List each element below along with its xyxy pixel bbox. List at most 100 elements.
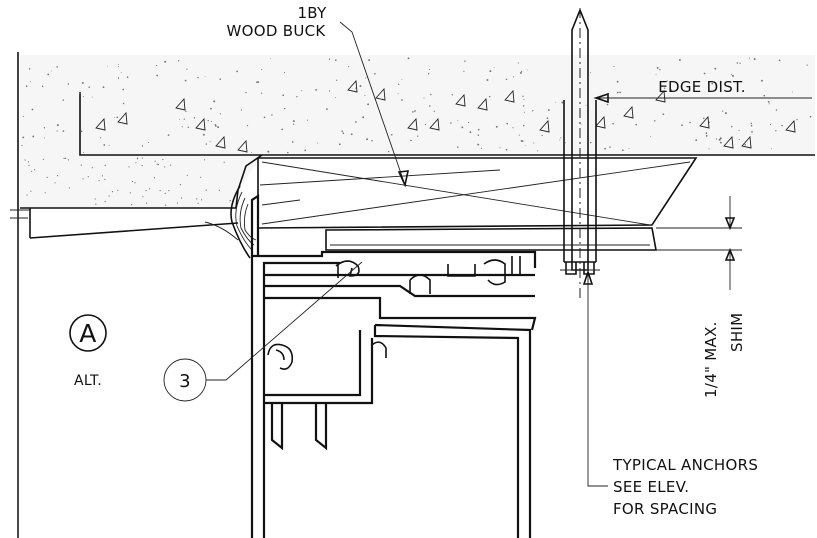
aggregate-triangle: [655, 89, 666, 103]
concrete-speckle: [488, 95, 491, 98]
concrete-speckle: [256, 81, 258, 83]
concrete-speckle: [122, 88, 125, 91]
concrete-speckle: [580, 123, 582, 125]
concrete-speckle: [523, 98, 525, 100]
concrete-speckle: [56, 124, 59, 127]
concrete-speckle: [120, 72, 122, 74]
concrete-speckle: [590, 141, 592, 144]
concrete-speckle: [186, 68, 188, 70]
concrete-speckle: [201, 199, 203, 201]
concrete-speckle: [336, 79, 338, 81]
anchor-screw: [560, 7, 600, 300]
concrete-speckle: [223, 161, 225, 163]
concrete-speckle: [177, 60, 180, 62]
concrete-speckle: [95, 203, 97, 205]
concrete-speckle: [44, 192, 46, 194]
concrete-speckle: [153, 177, 155, 179]
concrete-speckle: [22, 116, 24, 118]
concrete-speckle: [410, 139, 412, 142]
concrete-speckle: [523, 124, 525, 127]
concrete-speckle: [165, 204, 167, 206]
concrete-speckle: [590, 72, 592, 74]
concrete-speckle: [654, 120, 656, 122]
concrete-speckle: [796, 118, 798, 121]
concrete-speckle: [738, 129, 740, 131]
concrete-speckle: [136, 158, 138, 160]
concrete-speckle: [703, 117, 705, 120]
concrete-speckle: [197, 77, 199, 79]
concrete-speckle: [469, 131, 472, 134]
concrete-speckle: [27, 161, 29, 163]
concrete-aggregate-triangles: [95, 79, 796, 153]
concrete-speckle: [678, 58, 681, 61]
concrete-speckle: [170, 164, 172, 166]
detail-letter: A: [79, 319, 96, 348]
concrete-speckle: [186, 174, 188, 176]
concrete-speckle: [736, 62, 739, 64]
shim-max-label: 1/4" MAX.: [702, 321, 720, 398]
concrete-speckle: [666, 80, 668, 82]
concrete-speckle: [767, 101, 770, 103]
aggregate-triangle: [623, 105, 634, 119]
anchors-label-line1: TYPICAL ANCHORS: [612, 456, 758, 474]
concrete-speckle: [390, 133, 393, 136]
shim: [325, 227, 657, 251]
concrete-speckle: [202, 133, 205, 136]
concrete-speckle: [126, 76, 129, 78]
concrete-speckle: [368, 59, 371, 62]
concrete-speckle: [609, 146, 611, 148]
concrete-speckle: [546, 117, 549, 119]
concrete-speckle: [650, 136, 652, 138]
concrete-speckle: [283, 107, 286, 110]
concrete-speckle: [407, 57, 410, 60]
concrete-speckle: [229, 200, 231, 202]
concrete-speckle: [695, 139, 698, 142]
concrete-speckle: [428, 73, 430, 75]
concrete-speckle: [82, 152, 85, 154]
concrete-speckle: [619, 91, 621, 94]
aggregate-triangle: [347, 79, 358, 93]
callout-number: 3: [179, 371, 191, 392]
concrete-speckle: [522, 105, 525, 107]
concrete-speckle: [261, 92, 263, 94]
concrete-speckle: [26, 194, 28, 196]
aggregate-triangle: [375, 87, 386, 101]
concrete-speckle: [499, 147, 501, 149]
concrete-speckle: [164, 166, 166, 168]
concrete-speckle: [703, 72, 706, 75]
concrete-speckle: [28, 164, 30, 166]
concrete-speckle: [604, 147, 606, 150]
concrete-speckle: [103, 144, 106, 146]
concrete-speckle: [315, 89, 317, 91]
concrete-speckle: [424, 123, 427, 126]
concrete-speckle: [505, 78, 508, 81]
wood-buck-label-line2: WOOD BUCK: [226, 22, 326, 40]
concrete-speckle: [117, 63, 119, 65]
wood-buck-label-line1: 1BY: [297, 4, 327, 22]
concrete-aggregate-speckles: [21, 57, 812, 206]
concrete-speckle: [25, 85, 28, 88]
concrete-speckle: [79, 92, 81, 94]
concrete-speckle: [141, 157, 143, 159]
concrete-speckle: [560, 137, 562, 139]
concrete-speckle: [134, 182, 136, 184]
concrete-speckle: [62, 99, 65, 101]
concrete-speckle: [62, 130, 65, 132]
concrete-speckle: [108, 144, 110, 146]
aggregate-triangle: [175, 97, 186, 111]
concrete-speckle: [257, 81, 260, 84]
concrete-speckle: [564, 142, 566, 144]
concrete-speckle: [210, 107, 212, 110]
concrete-speckle: [80, 164, 82, 166]
concrete-speckle: [417, 135, 419, 137]
concrete-speckle: [760, 79, 763, 82]
concrete-speckle: [102, 86, 105, 89]
concrete-speckle: [91, 96, 93, 98]
concrete-speckle: [775, 109, 778, 111]
concrete-speckle: [207, 120, 209, 122]
concrete-speckle: [751, 131, 753, 133]
concrete-speckle: [145, 202, 148, 204]
concrete-speckle: [219, 113, 222, 115]
concrete-speckle: [463, 70, 465, 72]
anchors-leader: [582, 269, 608, 487]
